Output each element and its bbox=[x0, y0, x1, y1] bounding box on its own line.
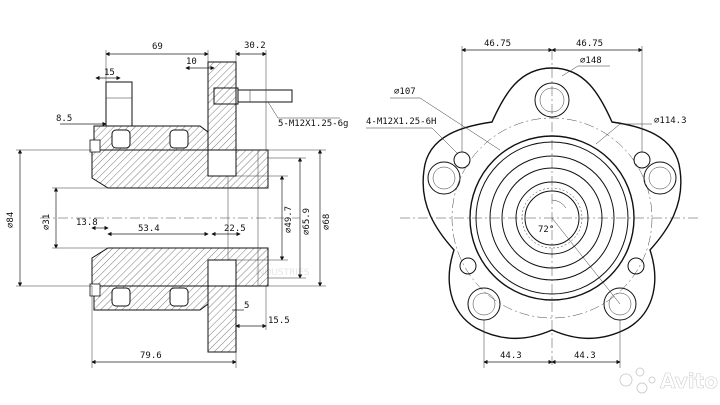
thread-holes-text: 4-M12X1.25-6H bbox=[366, 117, 436, 127]
bearing-ball-upper-right bbox=[169, 129, 189, 149]
dim-31-text: ⌀31 bbox=[42, 214, 52, 230]
dim-148-text: ⌀148 bbox=[580, 56, 602, 66]
dim-5-text: 5 bbox=[244, 301, 249, 311]
logo-dot-4 bbox=[648, 376, 656, 384]
hub-body-lower bbox=[91, 247, 269, 287]
watermark-text: INDUSTRIES bbox=[255, 268, 310, 278]
logo-dot-3 bbox=[636, 382, 648, 394]
dim-44-3-left-text: 44.3 bbox=[500, 351, 522, 361]
flange-upper bbox=[207, 61, 237, 151]
angle-arc bbox=[551, 199, 567, 209]
dim-44-3-right-text: 44.3 bbox=[574, 351, 596, 361]
dim-30-2-text: 30.2 bbox=[244, 41, 266, 51]
dim-68-text: ⌀68 bbox=[322, 214, 332, 230]
spline-teeth bbox=[521, 187, 583, 249]
stud-leader bbox=[267, 101, 279, 119]
seal-lower bbox=[89, 283, 101, 297]
dim-65-9-text: ⌀65.9 bbox=[302, 208, 312, 235]
avito-logo: Avito bbox=[619, 367, 718, 394]
bearing-ball-lower-left bbox=[111, 287, 131, 307]
thread-hole-2 bbox=[633, 151, 651, 169]
hub-ring-4 bbox=[501, 167, 603, 269]
flange-outline bbox=[422, 67, 682, 340]
dim-79-6-text: 79.6 bbox=[140, 351, 162, 361]
thread-hole-3 bbox=[459, 257, 477, 275]
dim-107-leader bbox=[419, 97, 501, 151]
dim-49-7-text: ⌀49.7 bbox=[284, 206, 294, 233]
dim-46-75-right-text: 46.75 bbox=[576, 39, 603, 49]
dim-8-5-text: 8.5 bbox=[56, 114, 72, 124]
dim-15-5-text: 15.5 bbox=[268, 316, 290, 326]
dim-148-leader bbox=[561, 65, 579, 77]
dim-22-5-text: 22.5 bbox=[224, 224, 246, 234]
stud-hole-left bbox=[427, 161, 461, 195]
stud-hole-top bbox=[534, 82, 570, 118]
hub-ring-3 bbox=[489, 155, 615, 281]
hub-outer-circle bbox=[469, 135, 635, 301]
dim-114-3-text: ⌀114.3 bbox=[654, 116, 687, 126]
logo-text: Avito bbox=[660, 369, 718, 393]
dim-84-text: ⌀84 bbox=[6, 212, 16, 228]
spline-outer bbox=[515, 181, 589, 255]
dim-114-3-leader bbox=[595, 123, 621, 145]
flange-lower bbox=[207, 285, 237, 353]
stud-shank bbox=[237, 89, 293, 103]
bearing-housing-lower bbox=[93, 285, 209, 311]
logo-dot-2 bbox=[635, 367, 645, 377]
dim-10-text: 10 bbox=[186, 57, 197, 67]
angle-ray bbox=[551, 217, 621, 305]
dim-13-8-text: 13.8 bbox=[76, 218, 98, 228]
bearing-housing-upper bbox=[93, 125, 209, 151]
thread-hole-1 bbox=[453, 151, 471, 169]
stud-hole-bottom-left bbox=[467, 287, 501, 321]
spline-inner bbox=[524, 190, 580, 246]
stud-hole-right bbox=[643, 161, 677, 195]
thread-hole-4 bbox=[627, 257, 645, 275]
hub-ring-2 bbox=[475, 141, 629, 295]
sensor-tab bbox=[105, 81, 133, 127]
stud-head bbox=[213, 87, 239, 105]
thread-holes-leader bbox=[431, 127, 459, 155]
seal-upper bbox=[89, 139, 101, 153]
dim-107-text: ⌀107 bbox=[394, 87, 416, 97]
stud-thread-text: 5-M12X1.25-6g bbox=[278, 119, 348, 129]
side-section-view: 69 30.2 10 15 8.5 5-M12X1.25-6g ⌀84 ⌀31 … bbox=[6, 41, 348, 368]
angle-text: 72° bbox=[538, 225, 554, 235]
dim-69-text: 69 bbox=[152, 42, 163, 52]
dim-46-75-left-text: 46.75 bbox=[484, 39, 511, 49]
front-view: 46.75 46.75 ⌀148 ⌀107 4-M12X1.25-6H ⌀114… bbox=[366, 39, 700, 368]
logo-dot-1 bbox=[619, 373, 633, 387]
bolt-circle bbox=[451, 117, 653, 319]
dim-15-text: 15 bbox=[104, 68, 115, 78]
hub-body-upper bbox=[91, 149, 269, 189]
bearing-ball-upper-left bbox=[111, 129, 131, 149]
dim-53-4-text: 53.4 bbox=[138, 224, 160, 234]
bearing-ball-lower-right bbox=[169, 287, 189, 307]
